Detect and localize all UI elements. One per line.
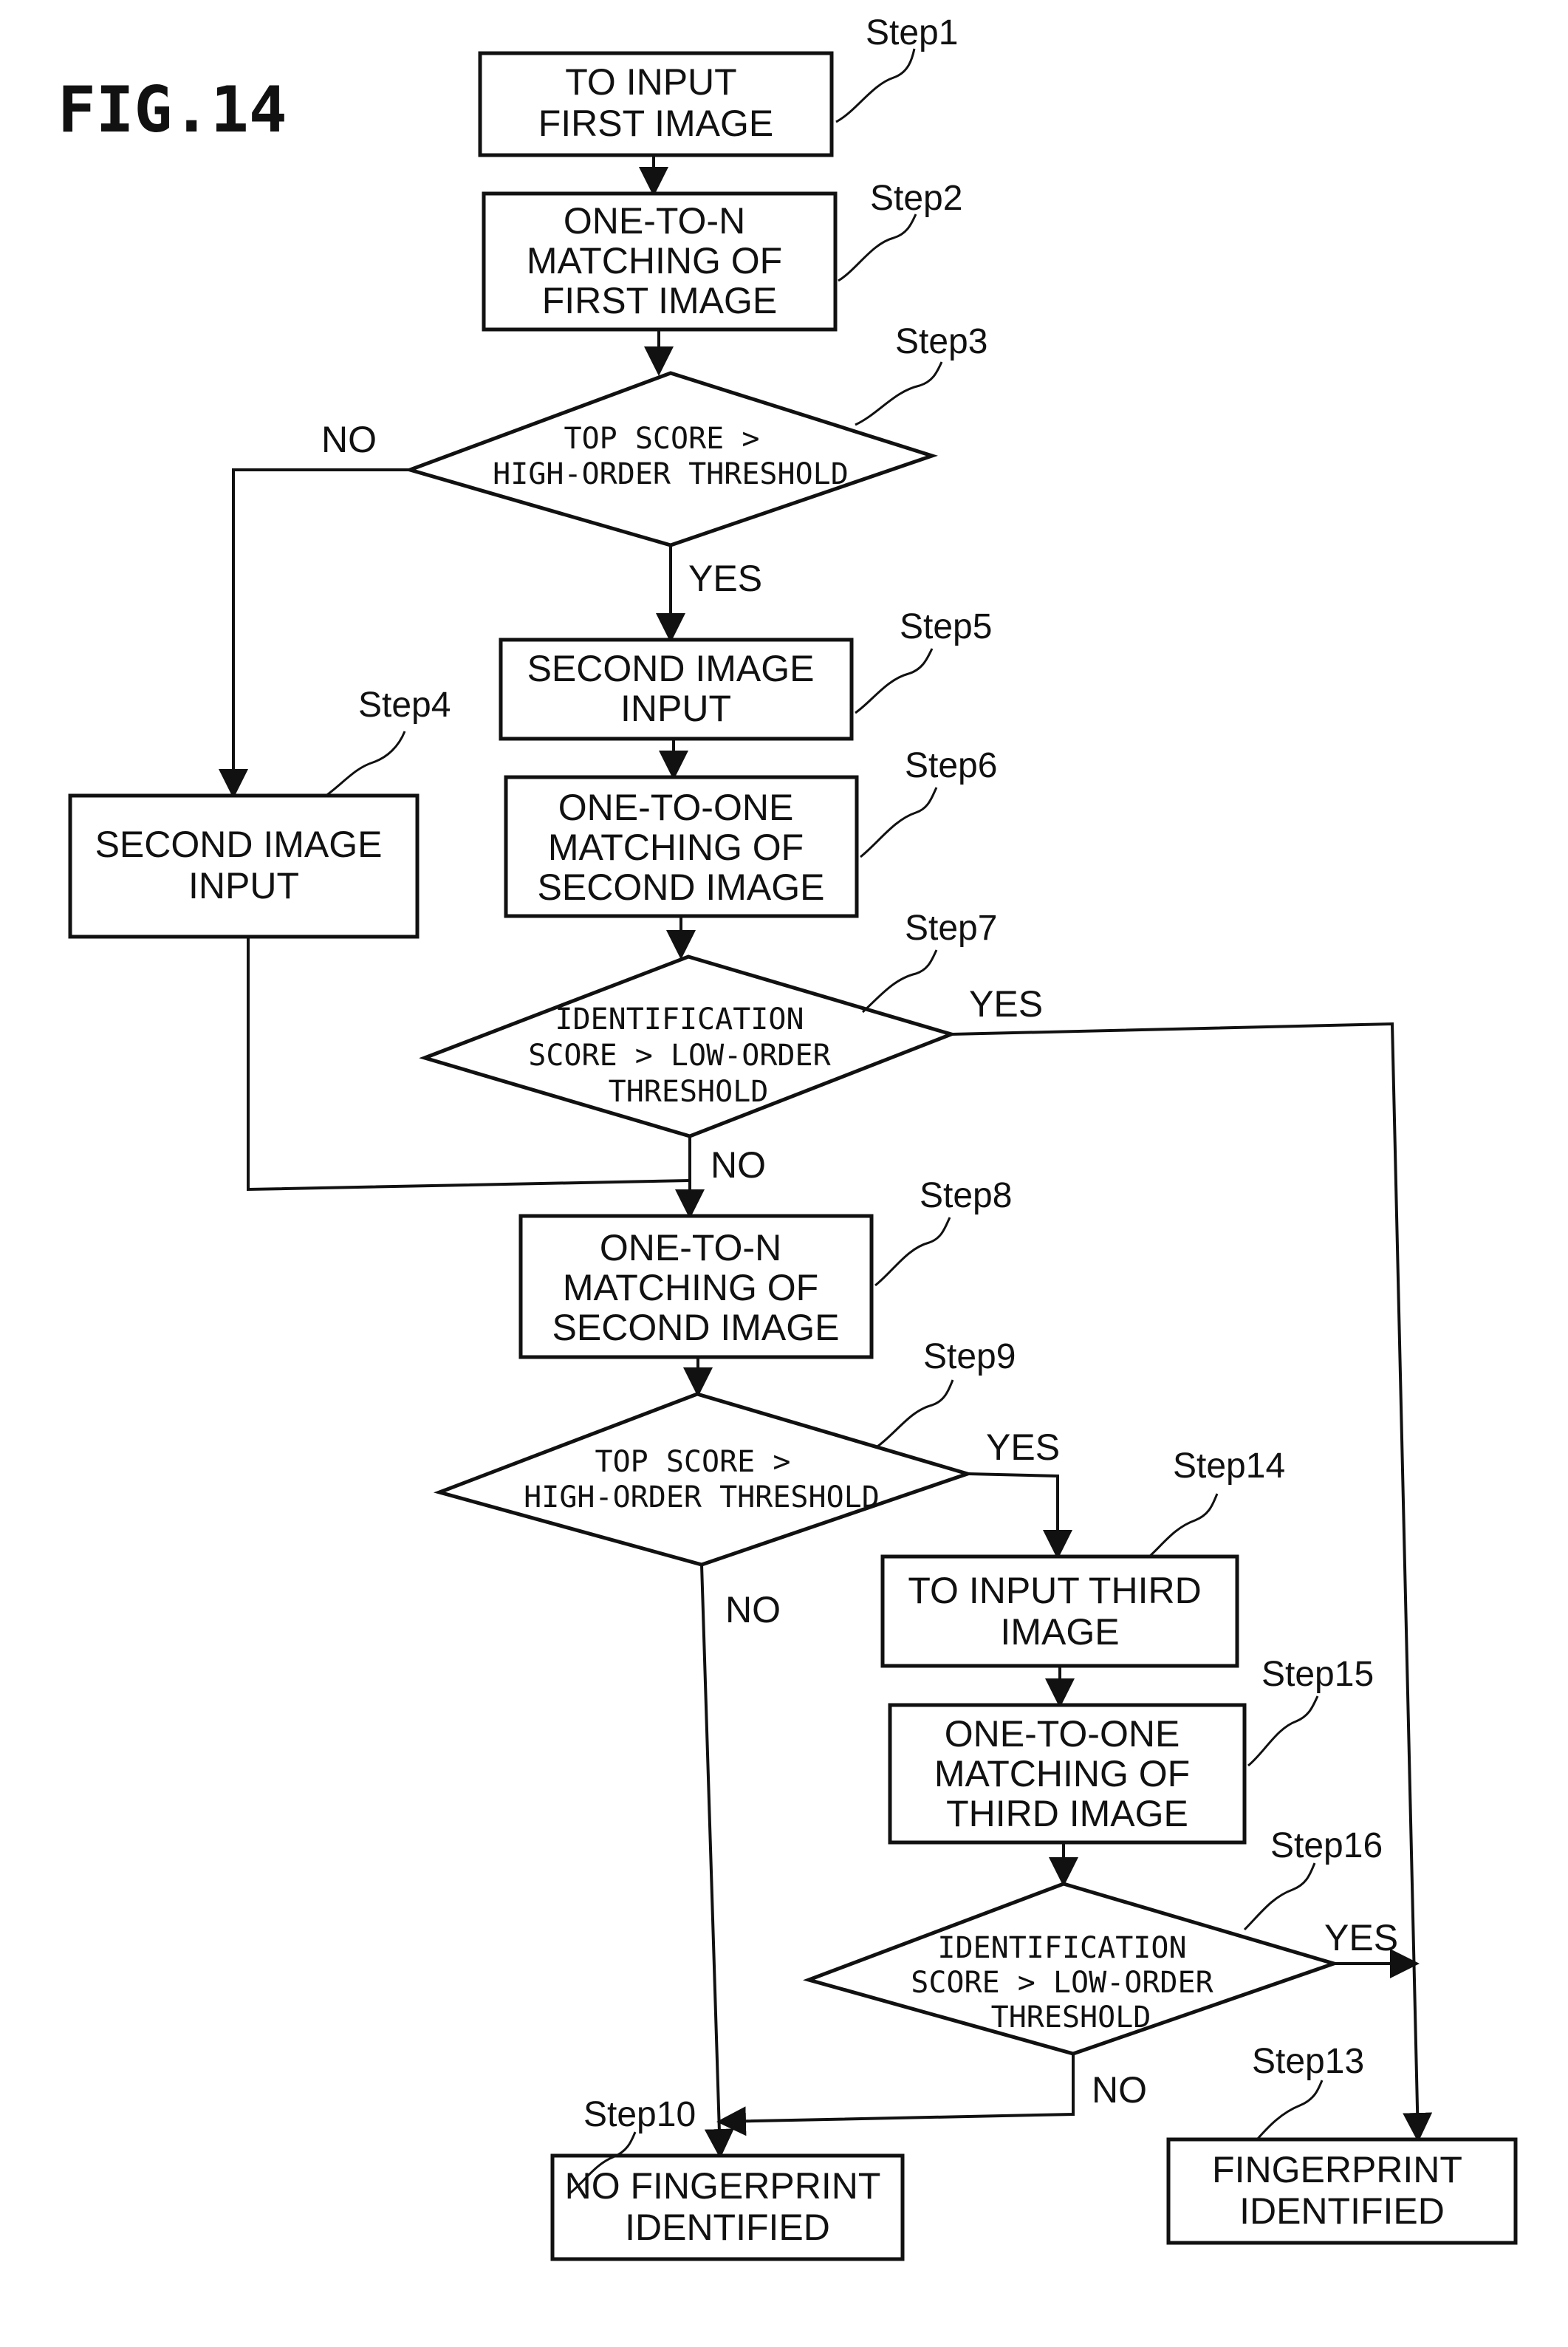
step-tag: Step7 — [905, 909, 997, 948]
node-text-line: SECOND IMAGE — [538, 867, 825, 908]
edge-step3-step4-no — [233, 470, 410, 796]
node-text-line: MATCHING OF — [527, 240, 782, 281]
flow-node-step16: IDENTIFICATION SCORE > LOW-ORDER THRESHO… — [809, 1884, 1334, 2054]
branch-label-step3-no: NO — [321, 419, 377, 460]
edge-step9-step14-yes — [968, 1474, 1058, 1557]
node-text-line: IMAGE — [1000, 1611, 1119, 1653]
flow-node-step6: ONE-TO-ONE MATCHING OF SECOND IMAGE — [506, 777, 857, 916]
node-text-line: THIRD IMAGE — [946, 1793, 1188, 1834]
node-text-line: MATCHING OF — [548, 827, 804, 868]
flow-node-step10: NO FINGERPRINT IDENTIFIED — [552, 2156, 903, 2259]
flow-node-step7: IDENTIFICATION SCORE > LOW-ORDER THRESHO… — [425, 957, 951, 1136]
flow-node-step8: ONE-TO-N MATCHING OF SECOND IMAGE — [521, 1216, 872, 1357]
step-leader-line — [836, 49, 914, 122]
node-text-line: IDENTIFICATION — [555, 1002, 804, 1036]
node-text-line: MATCHING OF — [934, 1753, 1190, 1794]
node-text-line: FIRST IMAGE — [538, 103, 774, 144]
node-text-line: TO INPUT THIRD — [908, 1570, 1201, 1611]
branch-label-step16-yes: YES — [1324, 1917, 1398, 1958]
node-text-line: ONE-TO-N — [600, 1227, 781, 1268]
node-text-line: SECOND IMAGE — [95, 824, 383, 865]
branch-label-step3-yes: YES — [688, 558, 762, 599]
step-leader-line — [1248, 1696, 1318, 1766]
node-text-line: TOP SCORE > — [595, 1445, 791, 1479]
flow-node-step5: SECOND IMAGE INPUT — [501, 640, 852, 739]
node-text-line: TO INPUT — [565, 61, 736, 103]
step-tag: Step14 — [1173, 1446, 1285, 1486]
node-text-line: SCORE > LOW-ORDER — [911, 1966, 1213, 2000]
node-text-line: TOP SCORE > — [564, 422, 760, 456]
node-text-line: ONE-TO-ONE — [558, 787, 794, 828]
branch-label-step7-yes: YES — [969, 983, 1043, 1025]
figure-title: FIG.14 — [58, 73, 287, 147]
step-leader-line — [325, 731, 405, 796]
flow-node-step14: TO INPUT THIRD IMAGE — [883, 1557, 1237, 1666]
step-leader-line — [863, 950, 937, 1012]
node-text-line: FINGERPRINT — [1212, 2149, 1462, 2190]
flow-node-step15: ONE-TO-ONE MATCHING OF THIRD IMAGE — [890, 1705, 1245, 1842]
svg-text:FINGERPRINT IDENTIFIED: FINGERPRINT IDENTIFIED — [1212, 2149, 1472, 2232]
step-tag: Step5 — [900, 607, 992, 646]
step-tag: Step3 — [895, 322, 987, 361]
edge-step9-step10-no — [702, 1565, 720, 2156]
node-text-line: THRESHOLD — [609, 1075, 769, 1109]
node-text-line: FIRST IMAGE — [542, 280, 778, 321]
node-text-line: IDENTIFIED — [625, 2207, 830, 2248]
node-text-line: SECOND IMAGE — [527, 648, 815, 689]
node-text-line: HIGH-ORDER THRESHOLD — [524, 1480, 880, 1514]
step-tag: Step10 — [583, 2095, 696, 2134]
step-tag: Step16 — [1270, 1826, 1383, 1865]
svg-text:TO INPUT FIRST IMAGE: TO INPUT FIRST IMAGE — [538, 61, 774, 144]
node-text-line: ONE-TO-N — [564, 200, 745, 242]
step-leader-line — [855, 649, 932, 713]
step-tag: Step8 — [920, 1176, 1012, 1215]
step-leader-line — [860, 788, 937, 857]
node-text-line: THRESHOLD — [991, 2001, 1151, 2035]
branch-label-step9-no: NO — [725, 1589, 781, 1630]
edge-step16-step10-no — [719, 2054, 1073, 2122]
flow-node-step2: ONE-TO-N MATCHING OF FIRST IMAGE — [484, 194, 835, 329]
branch-label-step9-yes: YES — [986, 1427, 1060, 1468]
flow-node-step9: TOP SCORE > HIGH-ORDER THRESHOLD — [439, 1394, 968, 1565]
flow-node-step3: TOP SCORE > HIGH-ORDER THRESHOLD — [410, 373, 932, 545]
flow-node-step13: FINGERPRINT IDENTIFIED — [1168, 2139, 1516, 2243]
node-text-line: IDENTIFICATION — [937, 1931, 1186, 1965]
step-leader-line — [877, 1380, 953, 1446]
svg-text:ONE-TO-N MATCHING OF: ONE-TO-N MATCHING OF FIRST IMAGE — [527, 200, 792, 321]
node-text-line: ONE-TO-ONE — [945, 1713, 1180, 1755]
step-leader-line — [1148, 1494, 1217, 1557]
node-text-line: SCORE > LOW-ORDER — [528, 1039, 831, 1073]
step-tag: Step15 — [1261, 1655, 1374, 1694]
step-tags: Step1 Step2 Step3 Step4 Step5 Step6 Step… — [325, 13, 1383, 2194]
node-text-line: NO FINGERPRINT — [565, 2165, 880, 2207]
svg-text:ONE-TO-ONE MATCHING OF: ONE-TO-ONE MATCHING OF THIRD IMAGE — [934, 1713, 1200, 1834]
step-tag: Step9 — [923, 1337, 1016, 1376]
step-leader-line — [1245, 1863, 1315, 1930]
node-text-line: INPUT — [188, 865, 299, 906]
step-leader-line — [1257, 2080, 1322, 2139]
svg-text:ONE-TO-ONE MATCHING OF: ONE-TO-ONE MATCHING OF SECOND IMAGE — [538, 787, 825, 908]
step-tag: Step2 — [870, 179, 962, 218]
branch-label-step16-no: NO — [1092, 2069, 1147, 2111]
node-text-line: HIGH-ORDER THRESHOLD — [493, 457, 849, 491]
branch-label-step7-no: NO — [711, 1144, 766, 1186]
flow-node-step1: TO INPUT FIRST IMAGE — [480, 53, 832, 155]
step-tag: Step4 — [358, 686, 451, 725]
step-tag: Step13 — [1252, 2042, 1364, 2081]
step-tag: Step6 — [905, 746, 997, 785]
node-text-line: SECOND IMAGE — [552, 1307, 840, 1348]
node-text-line: INPUT — [620, 688, 731, 729]
decision-diamond — [439, 1394, 968, 1565]
step-leader-line — [875, 1217, 950, 1285]
flow-node-step4: SECOND IMAGE INPUT — [70, 796, 417, 937]
node-text-line: MATCHING OF — [563, 1267, 818, 1308]
step-leader-line — [855, 362, 942, 425]
step-leader-line — [838, 214, 916, 281]
step-tag: Step1 — [866, 13, 958, 52]
node-text-line: IDENTIFIED — [1239, 2190, 1445, 2232]
